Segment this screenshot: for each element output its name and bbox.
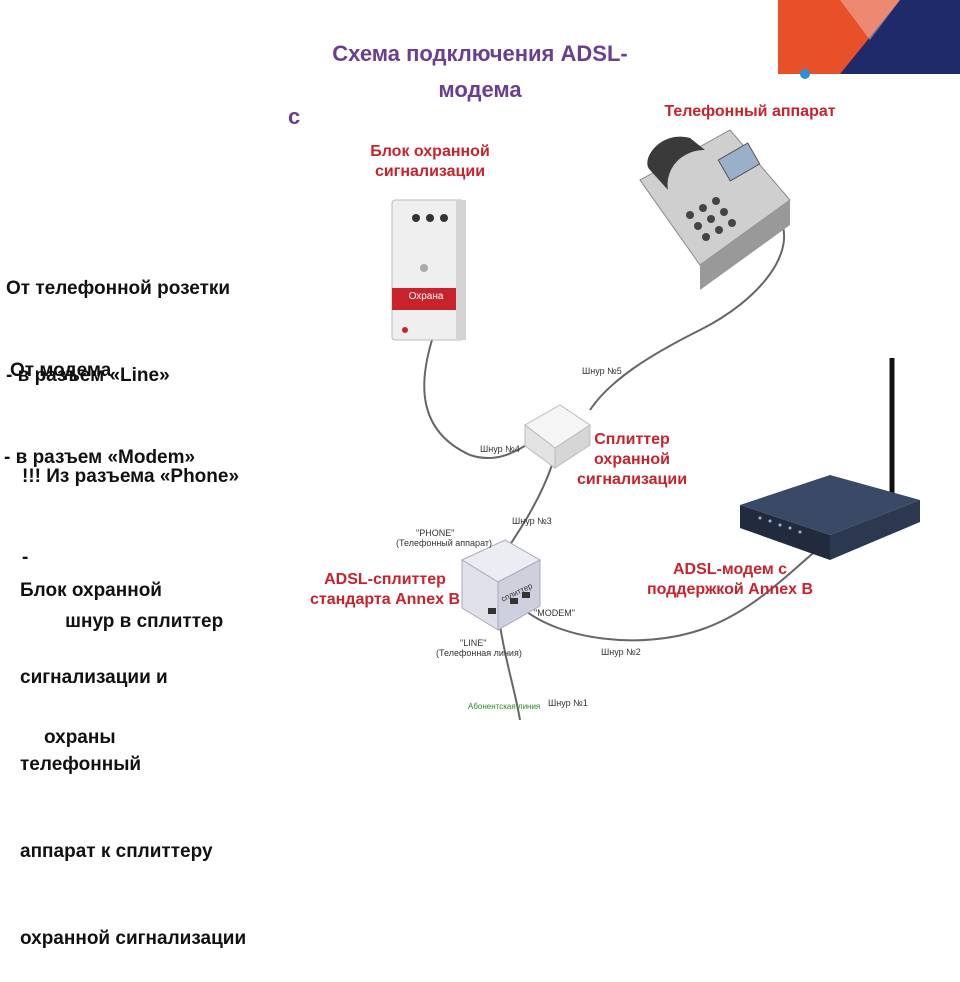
port-phone-sub-label: (Телефонный аппарат) [396,538,492,548]
alarm-panel-icon [391,199,466,341]
note-phone-port: !!! Из разъема «Phone» - шнур в сплиттер… [22,404,239,781]
splitter-icon [524,404,591,469]
adsl-splitter-icon [460,539,542,631]
note-phone-2: шнур в сплиттер [65,611,224,632]
cord-4-label: Шнур №4 [480,444,520,454]
note-alarm-unit: Блок охранной сигнализации и телефонный … [20,518,246,982]
note-alarm-5: охранной сигнализации [20,928,247,949]
label-adsl-modem-1: ADSL-модем с [672,561,788,578]
decor-layer [391,0,960,720]
cable-adsl-to-modem [521,539,831,642]
slide-title: Схема подключения ADSL- модема [250,36,710,108]
note-modem-input: От модема - в разъем «Modem» [4,298,195,501]
label-alarm-splitter-3: сигнализации [576,471,688,488]
cable-line-in [499,624,521,720]
cord-5-label: Шнур №5 [582,366,622,376]
telephone-icon [639,129,791,290]
label-adsl-splitter-2: стандарта Annex B [310,591,460,608]
note-line-1: От телефонной розетки [6,278,231,299]
note-alarm-2: сигнализации и [20,667,168,688]
cord-3-label: Шнур №3 [512,516,552,526]
note-phone-1: !!! Из разъема «Phone» [22,466,240,487]
corner-decoration [778,0,960,79]
port-modem-label: "MODEM" [534,608,575,618]
port-line-label: "LINE" [460,638,487,648]
label-alarm-splitter-1: Сплиттер [594,431,670,448]
label-adsl-splitter: ADSL-сплиттер стандарта Annex B [305,570,465,610]
cable-alarm-to-splitter [423,339,536,460]
label-alarm-unit-2: сигнализации [374,163,486,180]
label-adsl-splitter-1: ADSL-сплиттер [324,571,446,588]
label-phone: Телефонный аппарат [664,103,836,120]
label-alarm-unit: Блок охранной сигнализации [360,142,500,182]
subscriber-line-label: Абонентская линия [468,702,541,711]
note-line-2: - в разъем «Line» [6,365,170,386]
cord-1-label: Шнур №1 [548,698,588,708]
slide-title-suffix: с [288,104,301,129]
dash-marker: - [22,547,29,568]
note-alarm-4: аппарат к сплиттеру [20,841,213,862]
port-phone-label: "PHONE" [416,528,455,538]
slide-title-line1: Схема подключения ADSL- [332,41,628,66]
note-modem-2: - в разъем «Modem» [4,447,196,468]
label-alarm-splitter: Сплиттер охранной сигнализации [572,430,692,490]
port-line-sub-label: (Телефонная линия) [436,648,522,658]
label-adsl-modem: ADSL-модем с поддержкой Annex B [640,560,820,600]
note-line-input: От телефонной розетки - в разъем «Line» [6,216,230,419]
note-phone-2-wrap: - шнур в сплиттер [22,547,239,665]
note-alarm-3: телефонный [20,754,142,775]
note-modem-1: От модема [10,360,112,381]
cord-2-label: Шнур №2 [601,647,641,657]
slide-title-line2: модема [438,77,522,102]
cable-phone-to-splitter [589,214,786,411]
label-alarm-unit-1: Блок охранной [370,143,490,160]
adsl-modem-icon [740,358,920,560]
alarm-panel-text: Охрана [408,291,444,302]
label-adsl-modem-2: поддержкой Annex B [646,581,814,598]
label-alarm-splitter-2: охранной [594,451,670,468]
note-alarm-1: Блок охранной [20,580,162,601]
